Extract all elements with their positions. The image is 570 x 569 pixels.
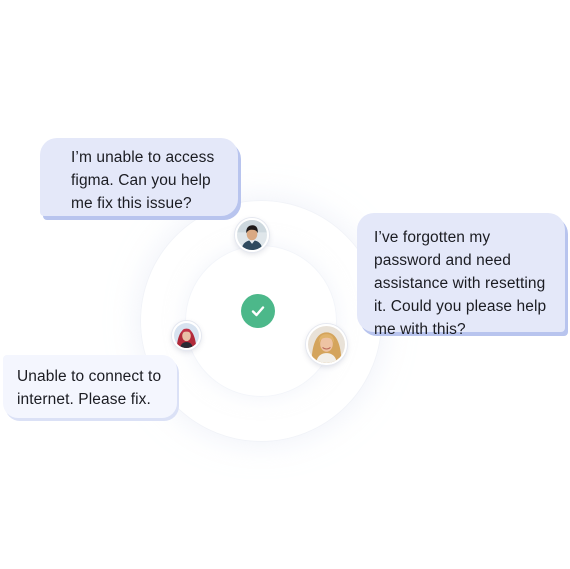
message-line: I’m unable to access [71, 149, 215, 166]
check-icon [241, 294, 275, 328]
message-line: me with this? [374, 321, 466, 338]
chat-bubble-figma-access[interactable]: I’m unable to access figma. Can you help… [40, 138, 238, 216]
message-line: figma. Can you help [71, 172, 211, 189]
message-line: Unable to connect to [17, 368, 162, 385]
avatar-woman-blonde-hair-icon[interactable] [306, 324, 347, 365]
avatar-man-icon[interactable] [235, 218, 269, 252]
message-line: me fix this issue? [71, 195, 192, 212]
message-line: assistance with resetting [374, 275, 546, 292]
chat-bubble-internet-issue[interactable]: Unable to connect to internet. Please fi… [3, 355, 177, 418]
message-line: I’ve forgotten my [374, 229, 491, 246]
avatar-woman-red-hair-icon[interactable] [172, 321, 201, 350]
message-line: it. Could you please help [374, 298, 547, 315]
message-line: internet. Please fix. [17, 391, 151, 408]
chat-bubble-password-reset[interactable]: I’ve forgotten my password and need assi… [357, 213, 565, 338]
message-line: password and need [374, 252, 511, 269]
